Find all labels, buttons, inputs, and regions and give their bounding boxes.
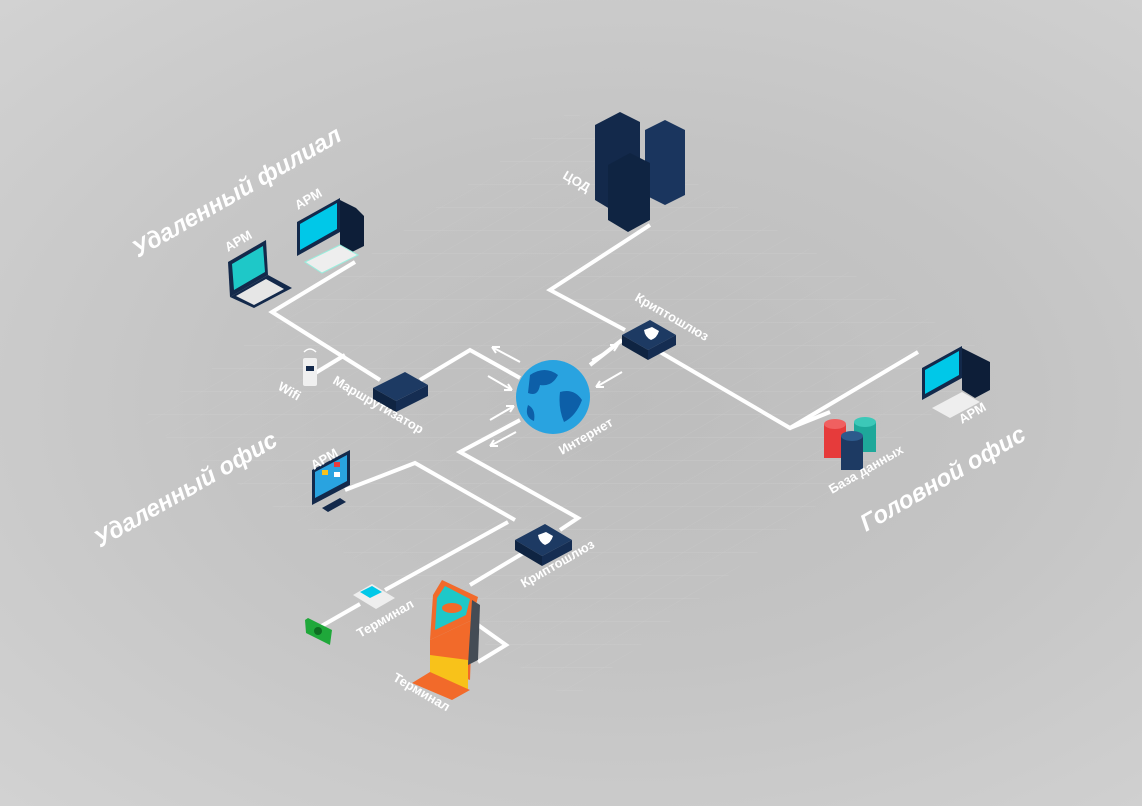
traffic-arrows [487,344,623,447]
crypto-gateway-top-icon[interactable] [622,320,676,360]
monitor-office-icon[interactable] [312,450,350,512]
wifi-access-point-icon[interactable] [303,348,317,386]
wires [268,223,920,664]
desktop-computer-head-icon[interactable] [922,346,990,418]
router-icon[interactable] [373,372,428,412]
crypto-gateway-bottom-icon[interactable] [515,524,572,566]
laptop-icon[interactable] [228,240,292,308]
internet-globe-icon[interactable] [516,360,590,434]
cash-icon [305,618,332,645]
kiosk-terminal-icon[interactable] [412,580,480,700]
desktop-branch-label: APM [292,185,325,212]
database-icon[interactable] [824,417,876,470]
pos-terminal-icon[interactable] [353,584,395,609]
desktop-computer-icon[interactable] [297,198,364,274]
datacenter-servers-icon[interactable] [595,112,685,232]
